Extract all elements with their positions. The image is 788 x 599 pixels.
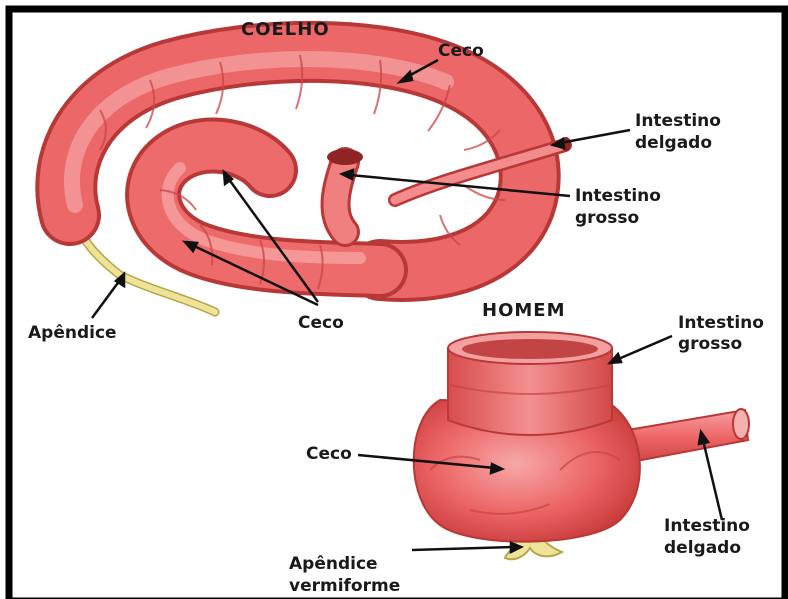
human-title: HOMEM bbox=[482, 300, 566, 322]
rabbit-colon-opening bbox=[327, 149, 363, 165]
human-appendix-label-1: Apêndice bbox=[289, 553, 378, 575]
rabbit-small-intestine-label-2: delgado bbox=[635, 132, 712, 154]
human-large-intestine-label-2: grosso bbox=[678, 333, 742, 355]
rabbit-appendix-label: Apêndice bbox=[28, 322, 117, 344]
rabbit-large-intestine-label-2: grosso bbox=[575, 207, 639, 229]
human-large-intestine-label-1: Intestino bbox=[678, 312, 764, 334]
rabbit-large-intestine-label-1: Intestino bbox=[575, 185, 661, 207]
human-small-intestine-label-1: Intestino bbox=[664, 515, 750, 537]
rabbit-cecum-label-bottom: Ceco bbox=[298, 312, 344, 334]
rabbit-small-intestine-label-1: Intestino bbox=[635, 110, 721, 132]
rabbit-intestine bbox=[66, 52, 571, 312]
rabbit-title: COELHO bbox=[241, 19, 330, 41]
human-appendix-label-2: vermiforme bbox=[289, 575, 400, 597]
rabbit-cecum-label-top: Ceco bbox=[438, 40, 484, 62]
human-cecum-label: Ceco bbox=[306, 443, 352, 465]
human-small-intestine-label-2: delgado bbox=[664, 537, 741, 559]
